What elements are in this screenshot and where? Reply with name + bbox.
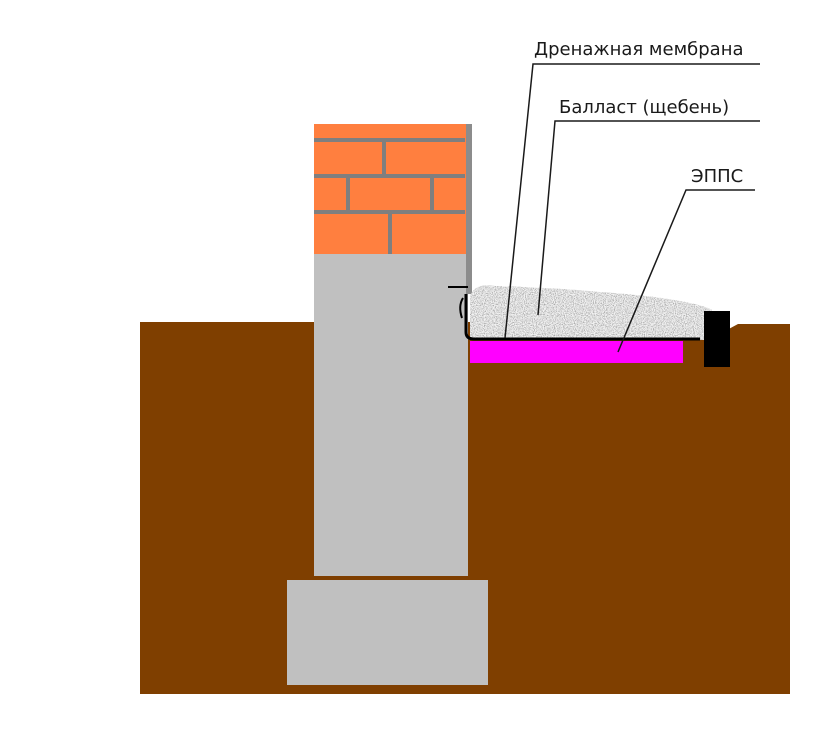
wall-membrane-strip [466,124,472,294]
label-drainage-membrane: Дренажная мембрана [534,39,744,60]
edge-restraint-block [704,311,730,367]
label-ballast: Балласт (щебень) [559,97,729,118]
leader-lines [504,63,760,353]
leader-drainage-membrane [504,63,760,339]
leader-xps [617,189,755,353]
xps-insulation-board [470,341,683,363]
leader-ballast [537,120,760,316]
brick-wall [314,124,468,254]
foundation-wall [314,254,468,576]
label-xps: ЭППС [691,166,743,187]
drainage-membrane [448,286,700,341]
foundation-footing [287,580,488,685]
